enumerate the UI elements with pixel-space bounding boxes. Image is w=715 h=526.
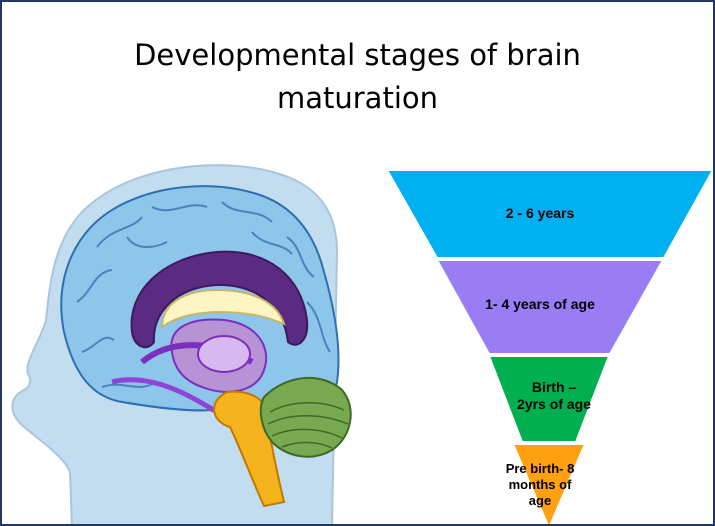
funnel-label-1-4-years: 1- 4 years of age (442, 296, 638, 313)
thalamus (198, 336, 250, 372)
cerebellum (261, 378, 351, 457)
funnel-label-2-6-years: 2 - 6 years (442, 205, 638, 222)
funnel-label-pre-birth: Pre birth- 8 months of age (490, 461, 590, 509)
funnel-label-birth-2yrs: Birth – 2yrs of age (504, 379, 604, 413)
